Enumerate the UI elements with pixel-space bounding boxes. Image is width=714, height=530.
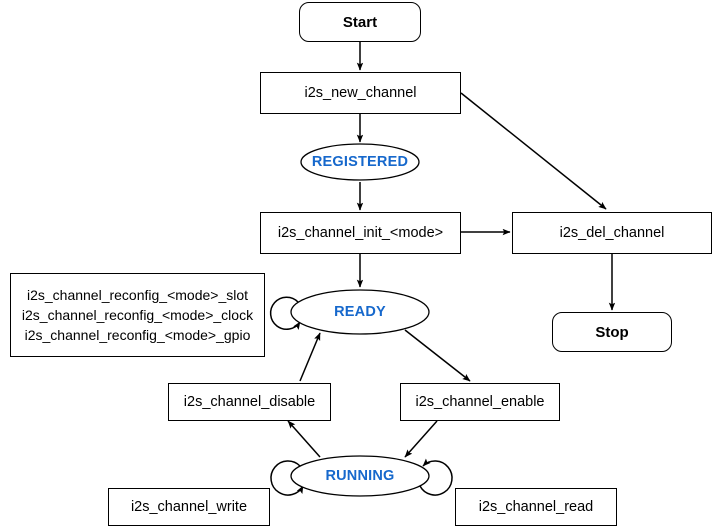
node-state-ready-label: READY — [334, 304, 386, 320]
edge-channel-enable-to-running — [404, 420, 438, 458]
node-i2s-channel-disable[interactable]: i2s_channel_disable — [168, 383, 331, 421]
node-i2s-channel-enable[interactable]: i2s_channel_enable — [400, 383, 560, 421]
node-i2s-channel-write[interactable]: i2s_channel_write — [108, 488, 270, 526]
node-stop[interactable]: Stop — [552, 312, 672, 352]
node-i2s-channel-init[interactable]: i2s_channel_init_<mode> — [260, 212, 461, 254]
node-stop-label: Stop — [595, 323, 629, 341]
reconfig-line-slot: i2s_channel_reconfig_<mode>_slot — [26, 286, 249, 303]
node-start[interactable]: Start — [299, 2, 421, 42]
node-i2s-del-channel-label: i2s_del_channel — [559, 224, 665, 241]
node-i2s-channel-enable-label: i2s_channel_enable — [415, 393, 545, 410]
edge-ready-to-channel-enable — [404, 329, 471, 382]
node-i2s-channel-read-label: i2s_channel_read — [478, 498, 594, 515]
node-start-label: Start — [342, 13, 378, 31]
node-i2s-channel-write-label: i2s_channel_write — [130, 498, 248, 515]
edge-new-channel-to-del-channel — [460, 92, 607, 210]
node-state-ready[interactable]: READY — [290, 289, 430, 335]
edge-channel-disable-to-ready — [299, 332, 321, 382]
registered-ellipse-shape — [300, 143, 420, 181]
node-i2s-del-channel[interactable]: i2s_del_channel — [512, 212, 712, 254]
node-state-registered[interactable]: REGISTERED — [300, 143, 420, 181]
node-i2s-channel-init-label: i2s_channel_init_<mode> — [277, 224, 444, 241]
reconfig-line-clock: i2s_channel_reconfig_<mode>_clock — [21, 306, 254, 323]
node-i2s-new-channel[interactable]: i2s_new_channel — [260, 72, 461, 114]
reconfig-line-gpio: i2s_channel_reconfig_<mode>_gpio — [24, 327, 251, 344]
node-state-running[interactable]: RUNNING — [290, 455, 430, 497]
node-state-running-label: RUNNING — [325, 468, 395, 484]
edge-running-to-channel-disable — [287, 420, 321, 458]
node-i2s-new-channel-label: i2s_new_channel — [304, 84, 417, 101]
node-i2s-channel-reconfig[interactable]: i2s_channel_reconfig_<mode>_slot i2s_cha… — [10, 273, 265, 357]
node-i2s-channel-read[interactable]: i2s_channel_read — [455, 488, 617, 526]
node-state-registered-label: REGISTERED — [311, 154, 409, 170]
node-i2s-channel-disable-label: i2s_channel_disable — [183, 393, 316, 410]
